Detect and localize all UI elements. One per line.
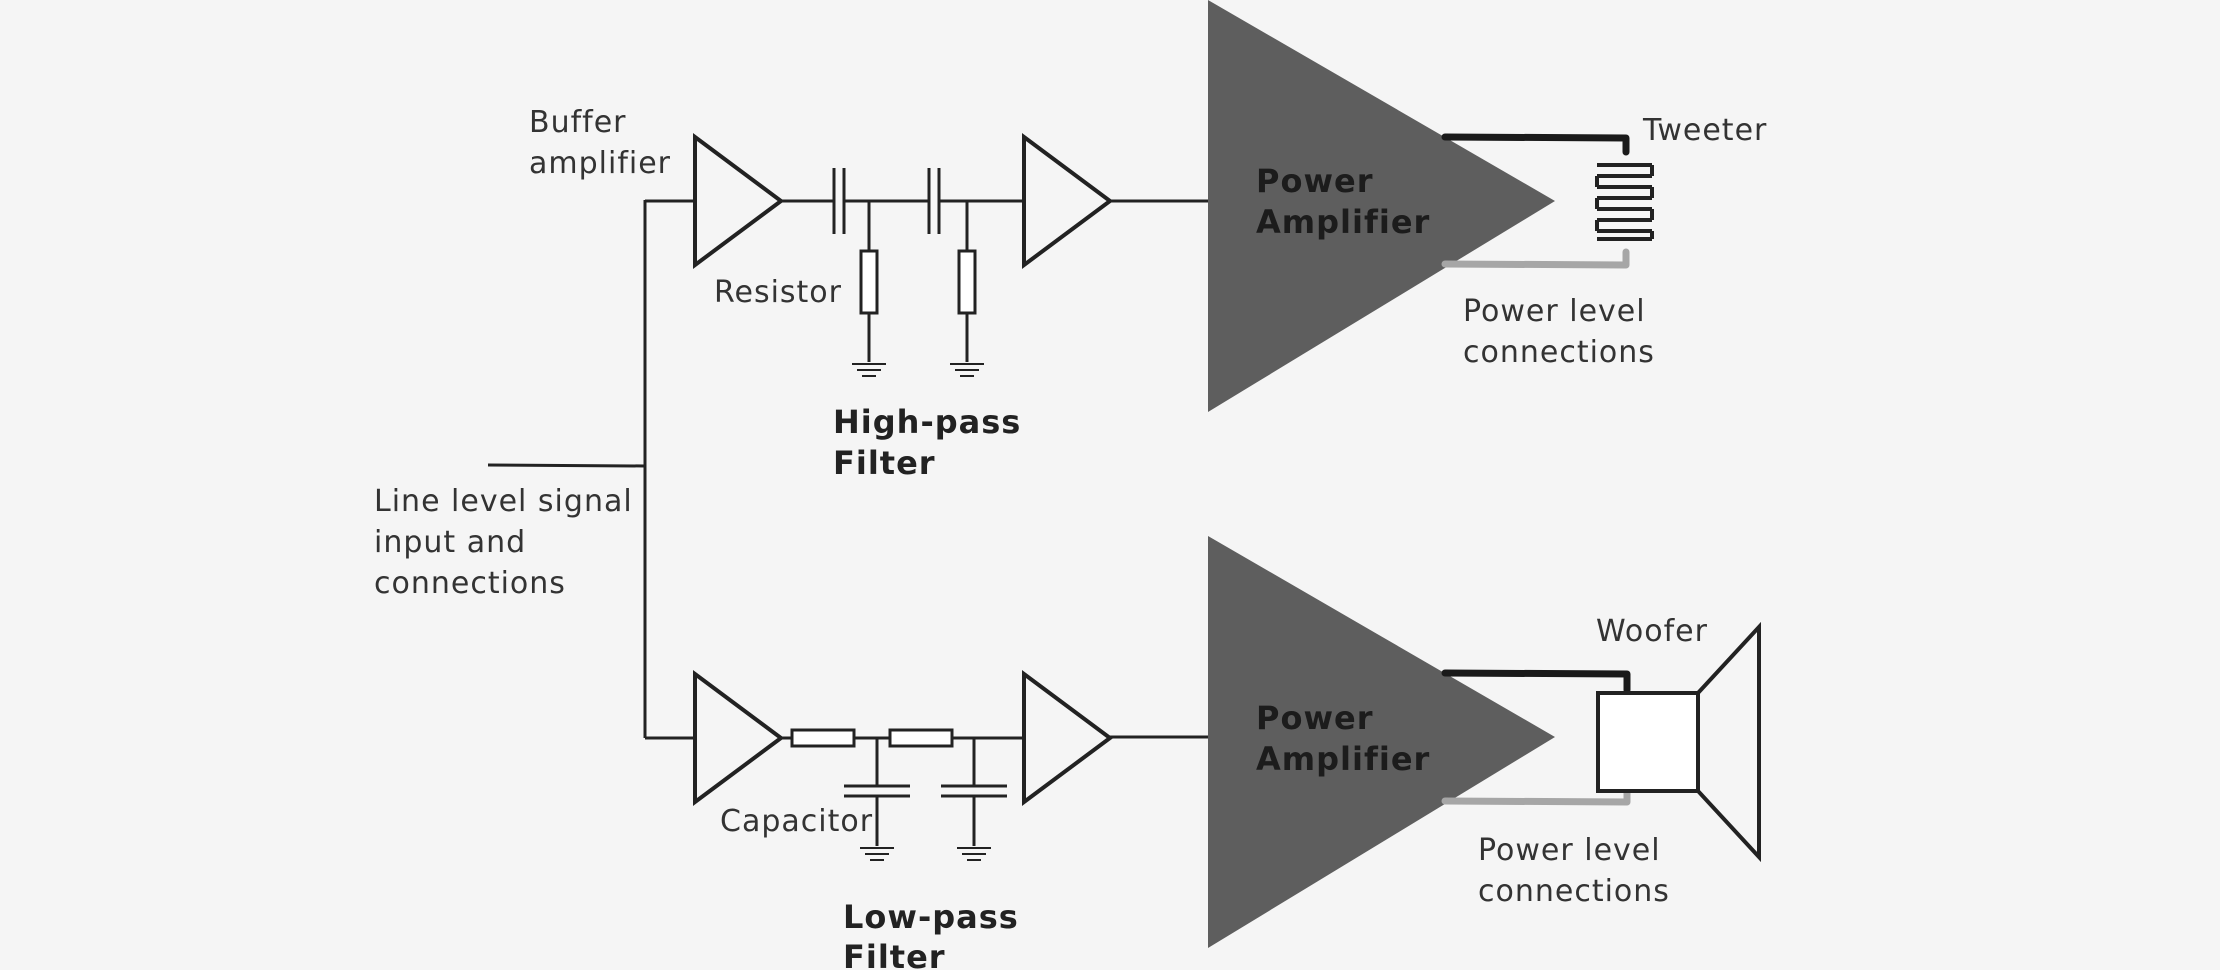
low-pass-path [693, 670, 1210, 861]
ground-icon [852, 363, 886, 377]
line-level-label: Line level signal input and connections [374, 484, 643, 601]
ground-icon [950, 363, 984, 377]
power-amplifier-top-label: Power Amplifier [1256, 162, 1430, 241]
filter-output-amplifier-bottom [1022, 670, 1114, 806]
low-pass-resistor-2 [888, 728, 954, 748]
tweeter-label: Tweeter [1642, 113, 1767, 148]
high-pass-resistor-1 [859, 201, 879, 362]
high-pass-capacitor-1 [832, 168, 846, 234]
tweeter-connections [1441, 133, 1630, 269]
power-level-top-label: Power level connections [1463, 294, 1656, 370]
buffer-amplifier-top [693, 133, 785, 269]
capacitor-label: Capacitor [720, 804, 873, 839]
power-amplifier-top [1208, 0, 1555, 412]
low-pass-filter-label: Low-pass Filter [843, 898, 1031, 970]
woofer-label: Woofer [1596, 614, 1708, 649]
high-pass-capacitor-2 [927, 168, 941, 234]
low-pass-capacitor-2 [941, 738, 1007, 846]
high-pass-resistor-2 [957, 201, 977, 362]
buffer-amplifier-label: Buffer amplifier [529, 105, 671, 181]
line-level-input-wiring [487, 199, 695, 740]
ground-icon [957, 847, 991, 861]
ground-icon [860, 847, 894, 861]
tweeter-icon [1595, 163, 1654, 241]
power-level-bottom-label: Power level connections [1478, 833, 1671, 909]
resistor-label: Resistor [714, 275, 842, 310]
woofer-icon [1596, 621, 1761, 863]
power-amplifier-bottom-label: Power Amplifier [1256, 699, 1430, 778]
high-pass-path [693, 133, 1210, 377]
buffer-amplifier-bottom [693, 670, 785, 806]
low-pass-capacitor-1 [844, 738, 910, 846]
power-amplifier-bottom [1208, 536, 1555, 948]
high-pass-filter-label: High-pass Filter [833, 403, 1033, 482]
low-pass-resistor-1 [790, 728, 856, 748]
filter-output-amplifier-top [1022, 133, 1114, 269]
woofer-connections [1441, 669, 1631, 806]
